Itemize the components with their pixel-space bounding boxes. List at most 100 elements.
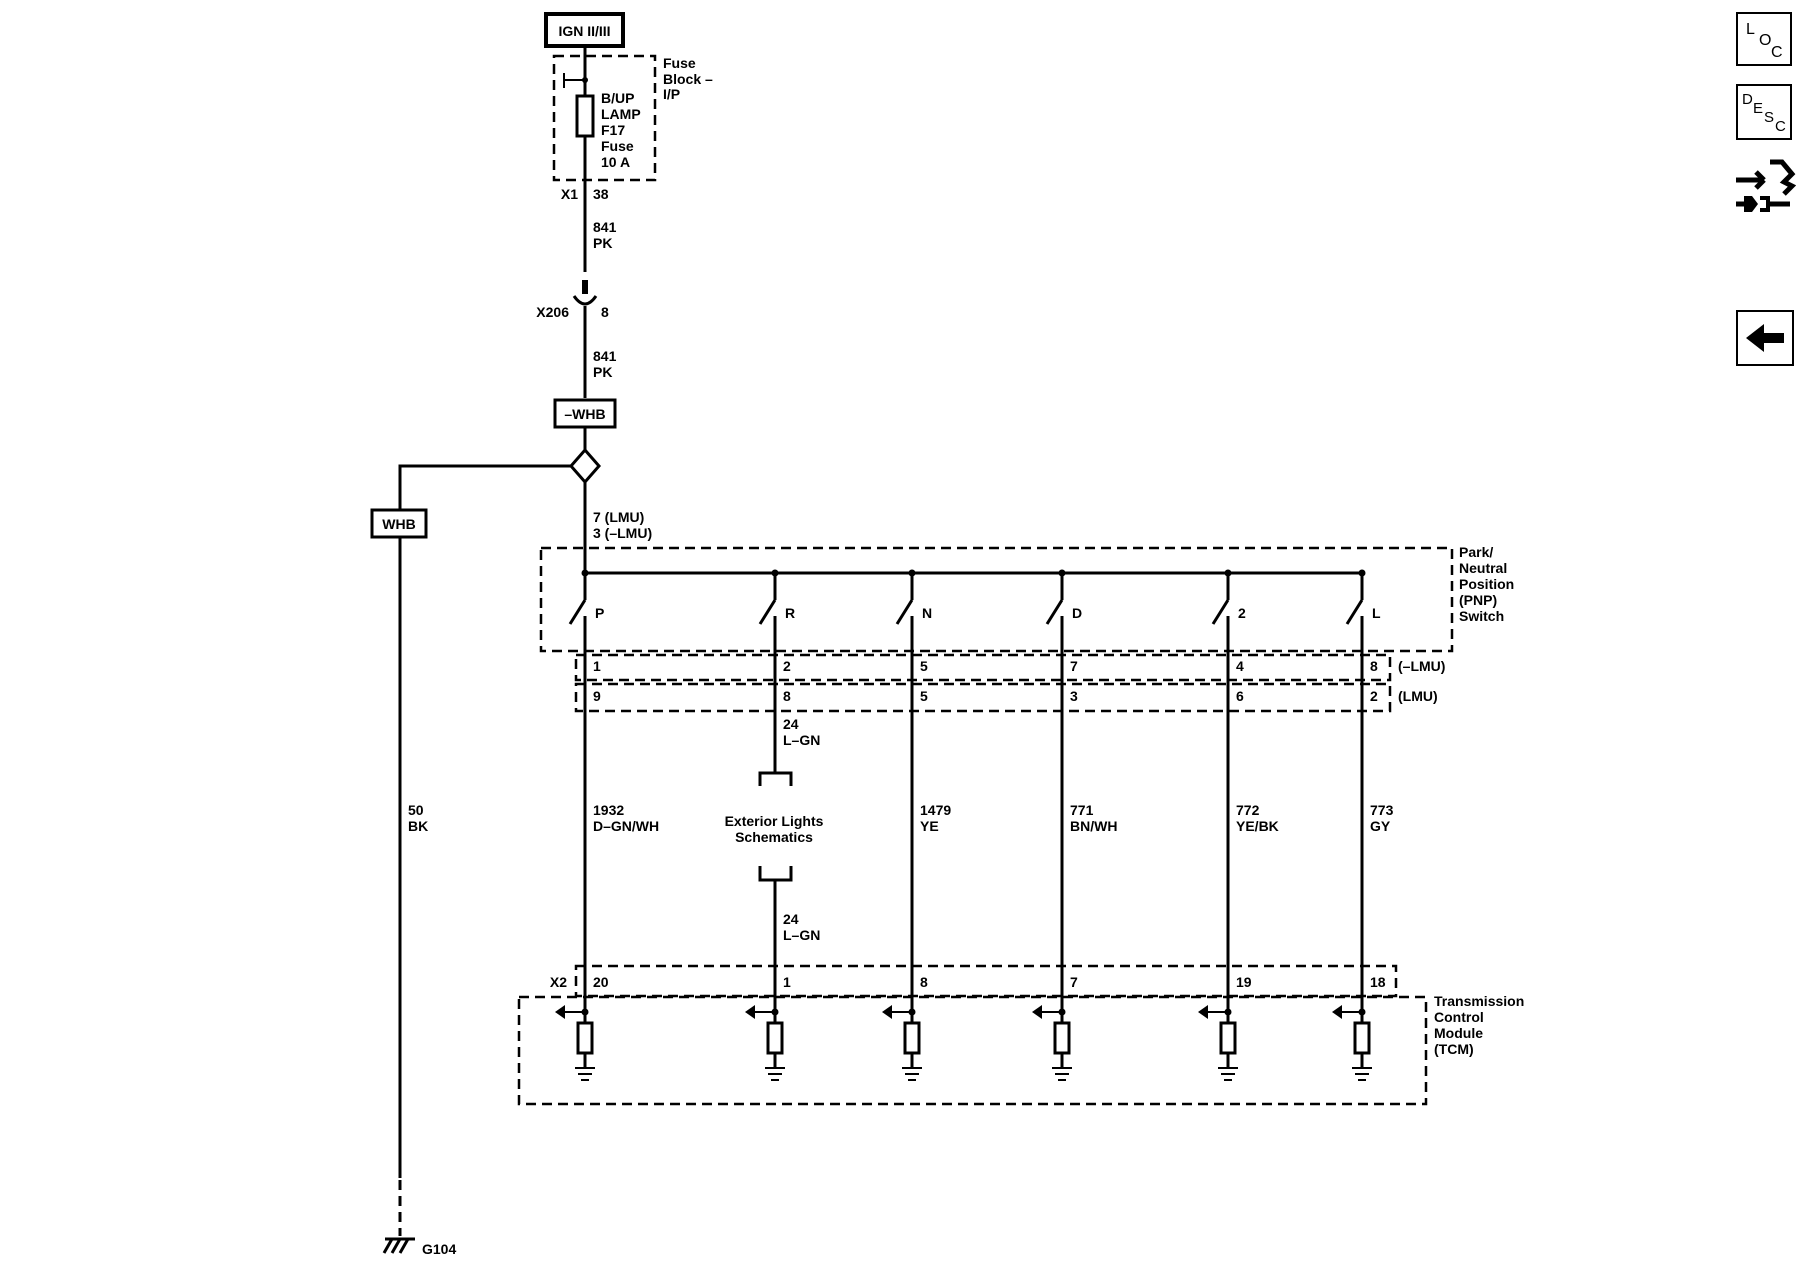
power-source-label: IGN II/III [558,23,610,39]
svg-text:Control: Control [1434,1009,1484,1025]
splice-pin-nolmu: 3 (–LMU) [593,525,652,541]
svg-text:Block –: Block – [663,71,713,87]
loc-letter-l: L [1746,21,1755,38]
tcm-pin: 7 [1070,974,1078,990]
ground-symbol [902,1067,922,1081]
connector-pin-lmu: 5 [920,688,928,704]
exterior-lights-wire-circuit: 24 [783,911,799,927]
wire-color-pk-b: PK [593,364,612,380]
switch-position-label: D [1072,605,1082,621]
tcm-input-arrowhead [745,1005,755,1019]
wire-color-pk-a: PK [593,235,612,251]
location-button[interactable]: L O C [1736,12,1792,66]
option-without-whb-label: –WHB [564,406,605,422]
circuit-number: 771 [1070,802,1094,818]
back-button[interactable] [1736,310,1794,366]
svg-text:B/UP: B/UP [601,90,634,106]
x206-label: X206 [536,304,569,320]
svg-text:Module: Module [1434,1025,1483,1041]
tcm-input-arrowhead [1198,1005,1208,1019]
fuse-block-boundary [552,54,657,182]
description-button[interactable]: D E S C [1736,84,1792,140]
fuse-block-label: Fuse Block – I/P [663,55,713,102]
pull-down-resistor [766,1021,784,1055]
loc-letter-c: C [1771,44,1783,61]
svg-text:I/P: I/P [663,86,680,102]
pull-down-resistor [576,1021,594,1055]
connector-end-view-icon[interactable] [1730,152,1797,224]
tcm-input-arrowhead [1332,1005,1342,1019]
ground-symbol [765,1067,785,1081]
power-source-ign: IGN II/III [544,12,625,48]
switch-contact [895,599,914,625]
svg-text:Park/: Park/ [1459,544,1493,560]
exterior-lights-ref-top [758,771,793,786]
tcm-label: Transmission Control Module (TCM) [1434,993,1524,1057]
ground-symbol [1218,1067,1238,1081]
pull-down-resistor [1219,1021,1237,1055]
whb-branch-wire [398,464,571,510]
switch-position-label: R [785,605,795,621]
back-arrow-icon [1746,324,1784,352]
tcm-pin: 19 [1236,974,1252,990]
connector-row-nolmu [574,653,1392,682]
connector-pin-lmu: 6 [1236,688,1244,704]
svg-text:Schematics: Schematics [735,829,813,845]
ground-symbol [575,1067,595,1081]
switch-contact [1045,599,1064,625]
tcm-pin: 20 [593,974,609,990]
connector-row-lmu-tag: (LMU) [1398,688,1438,704]
svg-text:Fuse: Fuse [601,138,634,154]
tcm-pin: 1 [783,974,791,990]
tcm-boundary [517,995,1428,1106]
switch-position-label: N [922,605,932,621]
circuit-number: 1479 [920,802,951,818]
ground-symbol [1052,1067,1072,1081]
fuse-bus-stub [563,73,585,88]
switch-contact [1345,599,1364,625]
svg-text:(TCM): (TCM) [1434,1041,1474,1057]
option-with-whb [370,508,428,539]
tcm-pin: 8 [920,974,928,990]
splice-pin-lmu: 7 (LMU) [593,509,644,525]
svg-text:(PNP): (PNP) [1459,592,1497,608]
switch-positions: P191932D–GN/WH20R2824L–GN1N551479YE8D737… [555,569,1394,1081]
tcm-connector-x2 [574,964,1398,998]
fuse-symbol [575,94,595,138]
svg-text:Fuse: Fuse [663,55,696,71]
circuit-color: L–GN [783,732,820,748]
wire-circuit-841-a: 841 [593,219,617,235]
circuit-color: YE/BK [1236,818,1279,834]
exterior-lights-ref-bottom [758,866,793,882]
tcm-input-arrowhead [1032,1005,1042,1019]
connector-pin-lmu: 3 [1070,688,1078,704]
switch-position-label: L [1372,605,1381,621]
svg-text:F17: F17 [601,122,625,138]
tcm-input-arrowhead [882,1005,892,1019]
pull-down-resistor [1353,1021,1371,1055]
pull-down-resistor [903,1021,921,1055]
circuit-number: 773 [1370,802,1394,818]
splice-diamond [569,447,601,485]
inline-connector-x206 [572,280,598,306]
fuse-block-pin: 38 [593,186,609,202]
switch-contact [758,599,777,625]
tcm-connector-label: X2 [550,974,567,990]
desc-letter-c: C [1775,118,1786,135]
ground-wire-circuit: 50 [408,802,424,818]
circuit-number: 772 [1236,802,1260,818]
pnp-switch-label: Park/ Neutral Position (PNP) Switch [1459,544,1514,624]
svg-text:Exterior Lights: Exterior Lights [725,813,824,829]
pull-down-resistor [1053,1021,1071,1055]
circuit-color: GY [1370,818,1391,834]
connector-pin-lmu: 2 [1370,688,1378,704]
fuse-label: B/UP LAMP F17 Fuse 10 A [601,90,641,170]
connector-pin-nolmu: 1 [593,658,601,674]
switch-position-label: P [595,605,604,621]
ground-label: G104 [422,1241,456,1257]
